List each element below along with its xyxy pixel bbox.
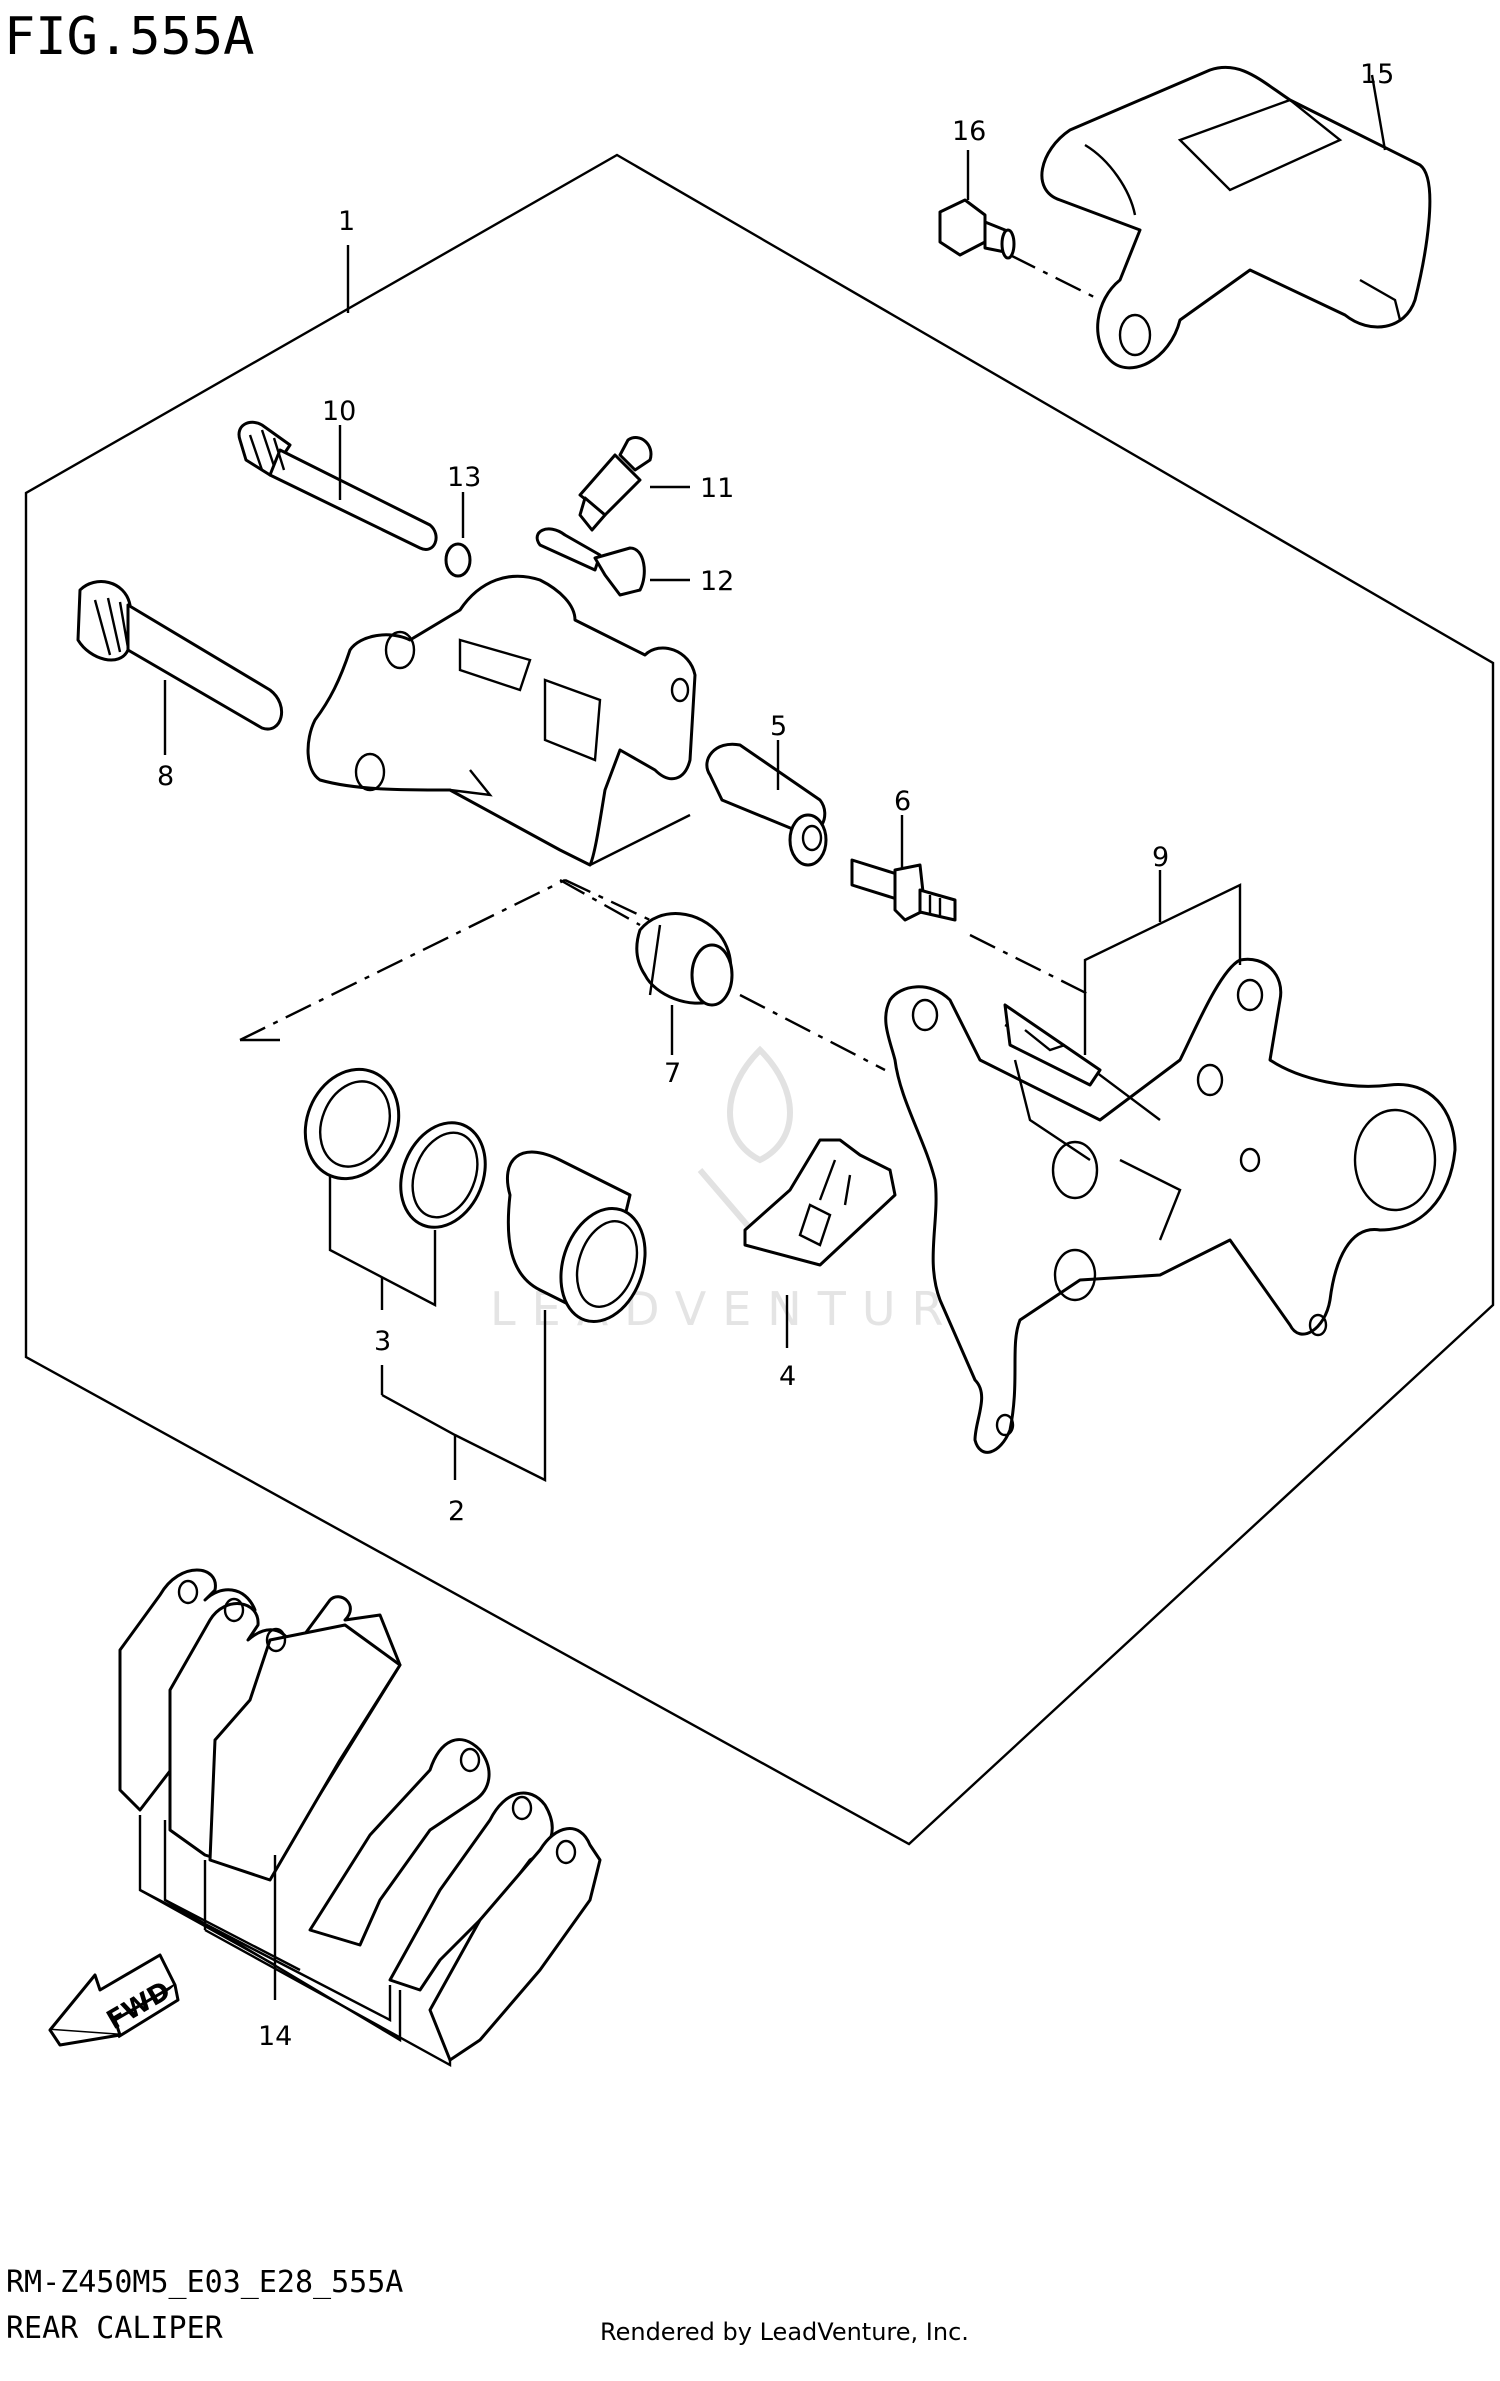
callout-1: 1 <box>338 206 355 237</box>
callout-11: 11 <box>700 473 734 504</box>
credit-line: Rendered by LeadVenture, Inc. <box>600 2318 969 2346</box>
callout-8: 8 <box>157 761 174 792</box>
caliper-piston <box>505 1150 647 1324</box>
pad-clip-upper <box>1003 1003 1102 1087</box>
callout-16: 16 <box>952 116 986 147</box>
caliper-bracket <box>1040 65 1432 370</box>
caliper-pin <box>705 742 828 867</box>
mounting-bolt <box>850 858 957 922</box>
callout-12: 12 <box>700 566 734 597</box>
callout-4: 4 <box>779 1361 796 1392</box>
pad-spring <box>743 1138 897 1267</box>
callout-15: 15 <box>1360 59 1394 90</box>
slide-pin-long <box>237 420 438 551</box>
pin-boot <box>635 912 734 1007</box>
dust-seal <box>399 1121 487 1229</box>
model-code: RM-Z450M5_E03_E28_555A <box>6 2265 403 2300</box>
callout-7: 7 <box>664 1058 681 1089</box>
bleeder-valve <box>578 436 653 532</box>
section-title: REAR CALIPER <box>6 2311 224 2346</box>
figure-id: FIG.555A <box>4 7 254 67</box>
small-o-ring <box>444 542 472 578</box>
callout-6: 6 <box>894 786 911 817</box>
piston-seal <box>303 1067 401 1181</box>
callout-13: 13 <box>447 462 481 493</box>
callout-14: 14 <box>258 2021 292 2052</box>
slide-pin-short <box>76 580 283 731</box>
callout-5: 5 <box>770 711 787 742</box>
caliper-assembly-boundary <box>24 153 1495 1846</box>
callout-3: 3 <box>374 1326 391 1357</box>
bracket-bolt <box>938 198 1016 260</box>
part-callouts: 1 2 3 4 5 6 7 8 9 10 11 12 13 14 15 16 <box>157 59 1394 2052</box>
bleeder-cap <box>535 527 646 597</box>
callout-2: 2 <box>448 1496 465 1527</box>
caliper-body <box>306 574 697 867</box>
brake-pad-set <box>118 1568 602 2062</box>
callout-10: 10 <box>322 396 356 427</box>
callout-9: 9 <box>1152 842 1169 873</box>
fwd-direction-arrow: FWD <box>48 1953 180 2047</box>
caliper-support-bracket <box>884 957 1457 1454</box>
